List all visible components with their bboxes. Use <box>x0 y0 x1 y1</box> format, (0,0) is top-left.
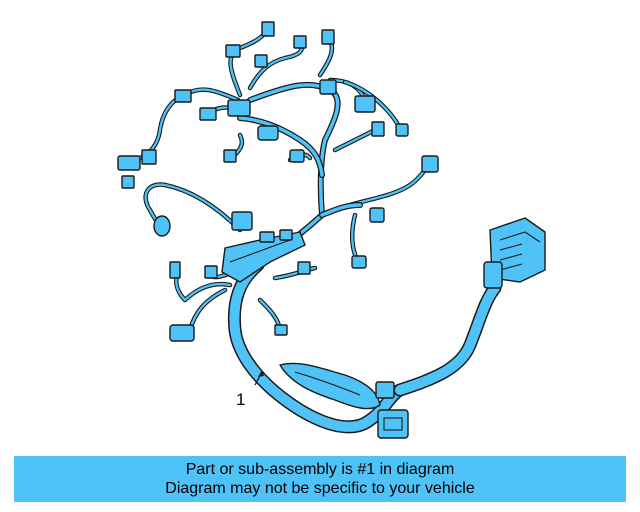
branch-wires <box>132 27 433 333</box>
junction-block <box>221 211 306 283</box>
connectors <box>117 21 546 439</box>
harness-sleeve <box>279 362 381 410</box>
wiring-harness-diagram: .trunkO { fill: none; stroke: #1a1a1a; s… <box>117 21 546 439</box>
callout-number: 1 <box>236 390 246 409</box>
banner-line-1: Part or sub-assembly is #1 in diagram <box>185 461 455 478</box>
info-banner: Part or sub-assembly is #1 in diagram Di… <box>14 456 626 502</box>
banner-line-2: Diagram may not be specific to your vehi… <box>165 480 475 497</box>
callout-arrowhead <box>258 370 264 377</box>
